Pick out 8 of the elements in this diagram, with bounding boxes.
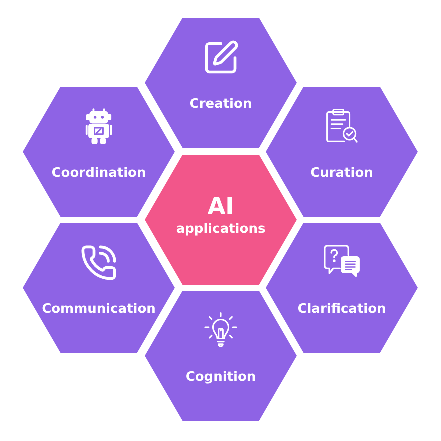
hexagon-label: Clarification: [298, 302, 386, 318]
hexagon-label: Communication: [42, 302, 156, 318]
hexagon-label: Creation: [190, 96, 252, 112]
hexagon-label: Coordination: [52, 166, 146, 182]
hexagon-label: Cognition: [186, 370, 256, 386]
hub-title: AI: [208, 194, 234, 221]
hexagon-label: Curation: [310, 166, 374, 182]
hub-subtitle: applications: [176, 221, 266, 238]
